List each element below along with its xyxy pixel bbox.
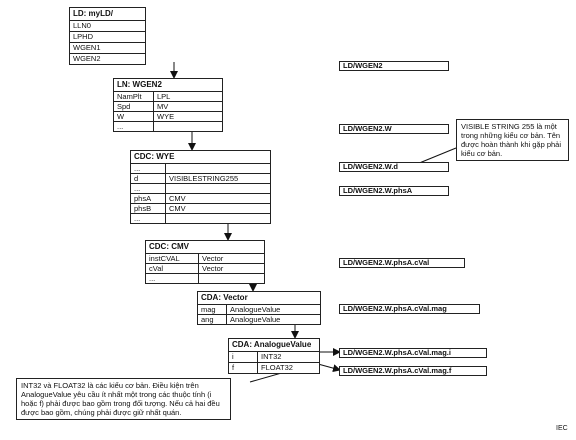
ld-item: WGEN1 (73, 43, 101, 52)
table-row: ... (146, 274, 264, 283)
path-label: LD/WGEN2.W (339, 124, 449, 134)
note-visible-string: VISIBLE STRING 255 là một trong những ki… (456, 119, 569, 161)
path-label: LD/WGEN2 (339, 61, 449, 71)
arrow-f-to-path (317, 363, 341, 373)
ld-item: LLN0 (73, 21, 91, 30)
path-label: LD/WGEN2.W.phsA.cVal.mag (339, 304, 480, 314)
cdc-cmv-box-title: CDC: CMV (146, 241, 264, 254)
ln-box-title: LN: WGEN2 (114, 79, 222, 92)
path-label: LD/WGEN2.W.phsA.cVal.mag.i (339, 348, 487, 358)
path-label: LD/WGEN2.W.d (339, 162, 449, 172)
ld-item: LPHD (73, 32, 94, 41)
iec-label: IEC (556, 425, 568, 432)
cda-vector-box-title: CDA: Vector (198, 292, 320, 305)
table-row: ... (114, 122, 222, 131)
table-row: ... (131, 164, 270, 174)
ld-box-title: LD: myLD/ (70, 8, 145, 21)
cdc-wye-box-title: CDC: WYE (131, 151, 270, 164)
path-label: LD/WGEN2.W.phsA (339, 186, 449, 196)
cda-analogue-box-title: CDA: AnalogueValue (229, 339, 319, 352)
ld-box: LD: myLD/ LLN0 LPHD WGEN1 WGEN2 (69, 7, 146, 65)
path-label: LD/WGEN2.W.phsA.cVal (339, 258, 465, 268)
note-int32-float32: INT32 và FLOAT32 là các kiểu cơ bản. Điề… (16, 378, 231, 420)
ld-item: WGEN2 (73, 54, 101, 63)
path-label: LD/WGEN2.W.phsA.cVal.mag.f (339, 366, 487, 376)
table-row: ... (131, 184, 270, 194)
table-row: ... (131, 214, 270, 223)
